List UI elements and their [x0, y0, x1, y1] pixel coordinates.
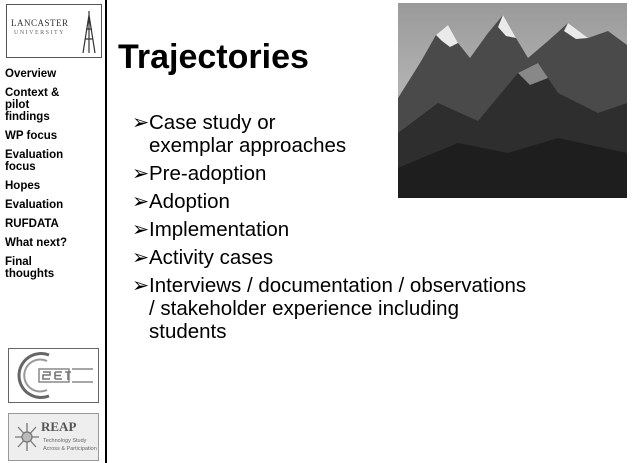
- nav-item-rufdata[interactable]: RUFDATA: [5, 218, 59, 230]
- arrow-bullet-icon: ➢: [132, 218, 150, 241]
- cset-logo-graphic: [17, 352, 93, 399]
- reap-wordmark: REAP: [41, 419, 77, 434]
- bullet-text: Activity cases: [149, 246, 274, 269]
- bullet-activity-cases: ➢ Activity cases: [132, 246, 622, 269]
- reap-subtitle-line2: Across & Participation: [43, 446, 97, 452]
- tower-icon: [82, 11, 96, 54]
- nav-item-overview[interactable]: Overview: [5, 68, 57, 80]
- logo-text-line2: UNIVERSITY: [14, 30, 65, 36]
- bullet-text: Adoption: [149, 190, 230, 213]
- bullet-text: Pre-adoption: [149, 162, 267, 185]
- reap-logo: REAP Technology Study Across & Participa…: [8, 413, 99, 461]
- bullet-pre-adoption: ➢ Pre-adoption: [132, 162, 622, 185]
- arrow-bullet-icon: ➢: [132, 162, 150, 185]
- bullet-adoption: ➢ Adoption: [132, 190, 622, 213]
- nav-item-evaluation-focus[interactable]: Evaluation focus: [5, 149, 64, 173]
- reap-subtitle-line1: Technology Study: [43, 438, 87, 444]
- sidebar: LANCASTER UNIVERSITY Overview Context & …: [0, 0, 107, 463]
- mountain-image: [398, 3, 627, 198]
- arrow-bullet-icon: ➢: [132, 111, 150, 134]
- sidebar-nav: Overview Context & pilot findings WP foc…: [5, 68, 103, 287]
- lancaster-university-logo: LANCASTER UNIVERSITY: [6, 4, 102, 58]
- cset-logo: [8, 348, 99, 403]
- bullet-text: Case study or exemplar approaches: [149, 111, 347, 157]
- bullet-text: Implementation: [149, 218, 290, 241]
- bullet-text: Interviews / documentation / observation…: [149, 274, 527, 343]
- nav-item-final-thoughts[interactable]: Final thoughts: [5, 256, 55, 280]
- mountain-photo: [398, 3, 627, 198]
- nav-item-evaluation[interactable]: Evaluation: [5, 199, 64, 211]
- bullet-implementation: ➢ Implementation: [132, 218, 622, 241]
- logo-text-line1: LANCASTER: [11, 18, 69, 28]
- arrow-bullet-icon: ➢: [132, 274, 150, 297]
- reap-emblem-icon: [15, 423, 39, 451]
- nav-item-context-pilot-findings[interactable]: Context & pilot findings: [5, 87, 60, 123]
- arrow-bullet-icon: ➢: [132, 190, 150, 213]
- arrow-bullet-icon: ➢: [132, 246, 150, 269]
- nav-item-what-next[interactable]: What next?: [5, 237, 67, 249]
- bullet-list: ➢ Case study or exemplar approaches ➢ Pr…: [132, 111, 622, 348]
- slide-title: Trajectories: [118, 38, 309, 76]
- nav-item-wp-focus[interactable]: WP focus: [5, 130, 58, 142]
- bullet-interviews: ➢ Interviews / documentation / observati…: [132, 274, 622, 343]
- nav-item-hopes[interactable]: Hopes: [5, 180, 41, 192]
- bullet-case-study: ➢ Case study or exemplar approaches: [132, 111, 622, 157]
